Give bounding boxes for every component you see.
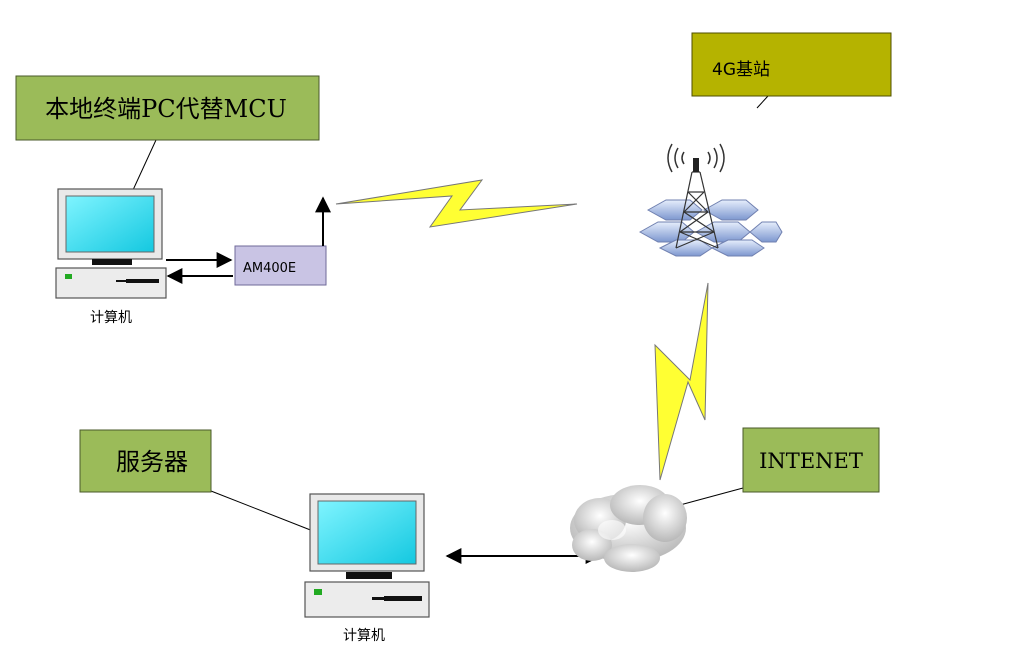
monitor-bottom-stand	[346, 572, 392, 579]
label-local-terminal: 本地终端PC代替MCU	[15, 75, 320, 141]
label-internet-text: INTENET	[759, 449, 863, 473]
callout-line-local	[132, 139, 157, 191]
callout-line-base	[756, 95, 769, 109]
lightning-bolt-horizontal	[335, 179, 578, 228]
monitor-top-screen	[65, 195, 155, 253]
label-base-station-text: 4G基站	[712, 60, 770, 80]
computer-top: 计算机	[55, 188, 167, 326]
label-base-station: 4G基站	[691, 32, 892, 97]
monitor-top-stand	[92, 259, 132, 265]
label-internet: INTENET	[742, 427, 880, 493]
label-server: 服务器	[79, 429, 212, 493]
computer-bottom-label: 计算机	[343, 628, 385, 644]
monitor-bottom-screen	[317, 500, 417, 565]
label-local-terminal-text: 本地终端PC代替MCU	[45, 95, 287, 123]
hex-cells	[638, 199, 783, 257]
callout-line-internet	[679, 487, 744, 506]
modem-label: AM400E	[243, 261, 296, 276]
cpu-bottom-led	[314, 589, 322, 595]
lightning-bolt-vertical	[654, 282, 709, 481]
cpu-bottom-drive	[384, 596, 422, 601]
callout-line-server	[210, 490, 314, 532]
cpu-top-drive	[126, 279, 159, 283]
computer-bottom: 计算机	[304, 493, 430, 644]
cpu-top-led	[65, 274, 72, 279]
label-server-text: 服务器	[116, 448, 188, 476]
internet-cloud-icon	[570, 485, 687, 572]
modem-am400e: AM400E	[234, 245, 327, 286]
computer-top-label: 计算机	[90, 310, 132, 326]
base-station-tower-icon	[638, 143, 783, 257]
